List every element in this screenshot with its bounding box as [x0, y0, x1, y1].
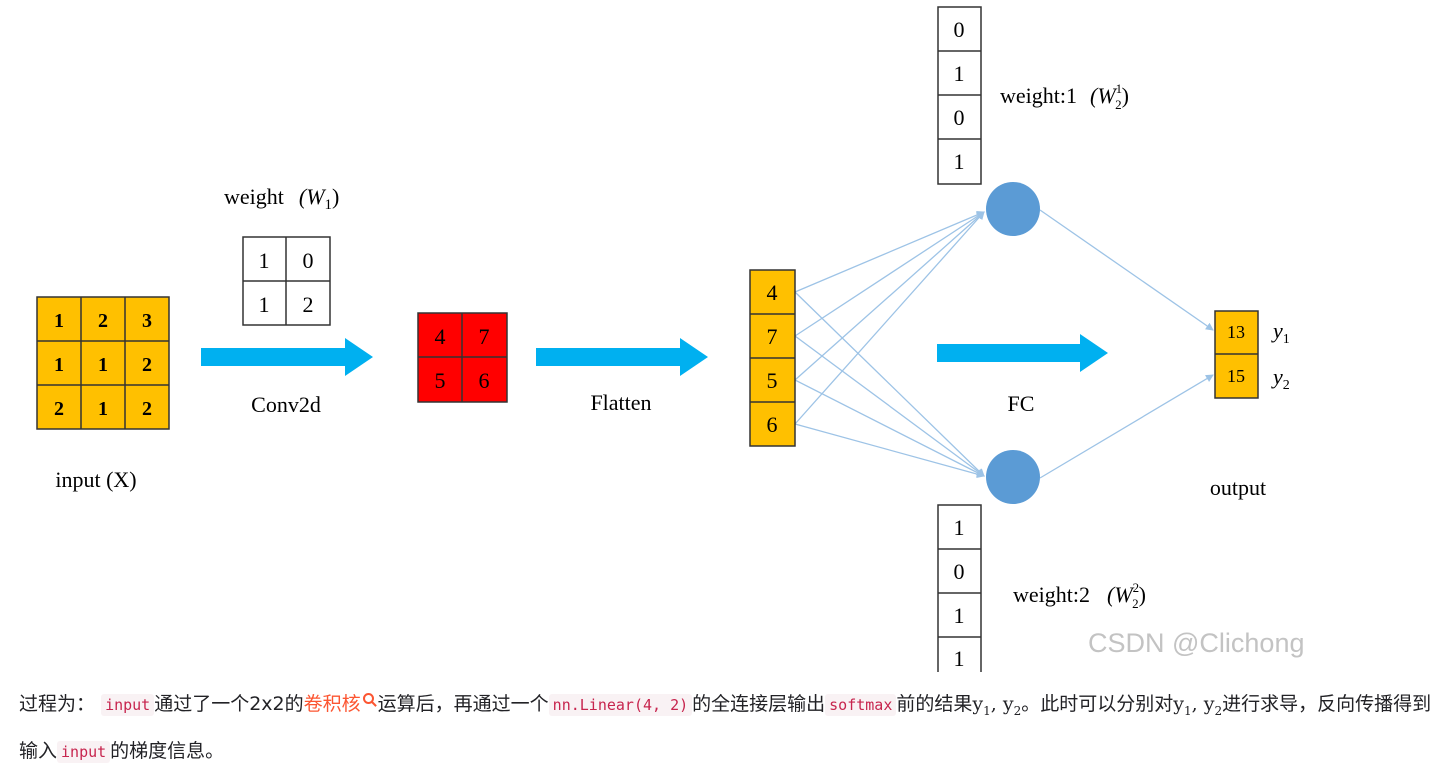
- kernel-label: weight (W1): [224, 184, 339, 213]
- inline-code-input: input: [101, 694, 155, 716]
- input-cell: 1: [54, 354, 64, 376]
- connection-line: [794, 211, 985, 293]
- flat-cell: 4: [767, 280, 778, 305]
- weight2-vector: 1 0 1 1: [937, 504, 982, 672]
- flat-cell: 7: [767, 324, 778, 349]
- input-cell: 2: [142, 398, 152, 420]
- weight2-cell: 1: [954, 603, 965, 628]
- output-y1-label: y1: [1271, 318, 1290, 347]
- input-cell: 3: [142, 310, 152, 332]
- input-grid: 1 2 3 1 1 2 2 1 2: [36, 296, 170, 430]
- connection-line: [794, 211, 985, 425]
- fc-connections: [794, 209, 1214, 479]
- connection-line: [1039, 374, 1214, 479]
- caption-text: 进行求导，反向传播得到输入: [19, 693, 1432, 762]
- caption-text: 的梯度信息。: [110, 739, 225, 762]
- feature-cell: 6: [479, 368, 490, 393]
- weight2-cell: 1: [954, 646, 965, 671]
- inline-code-input: input: [57, 740, 111, 763]
- feature-map-grid: 4 7 5 6: [417, 312, 508, 403]
- search-icon[interactable]: [362, 693, 374, 704]
- output-cell: 13: [1227, 322, 1245, 342]
- input-cell: 2: [54, 398, 64, 420]
- kernel-grid: 1 0 1 2: [242, 236, 331, 326]
- weight2-cell: 1: [954, 515, 965, 540]
- weight1-vector: 0 1 0 1: [937, 6, 982, 185]
- output-vector: 13 15: [1214, 310, 1259, 399]
- input-label: input (X): [55, 467, 136, 492]
- kernel-cell: 1: [259, 248, 270, 273]
- input-cell: 2: [142, 354, 152, 376]
- input-cell: 1: [98, 354, 108, 376]
- weight2-cell: 0: [954, 559, 965, 584]
- kernel-cell: 1: [259, 292, 270, 317]
- output-y2-label: y2: [1271, 364, 1290, 393]
- connection-line: [794, 291, 985, 477]
- flat-cell: 5: [767, 368, 778, 393]
- weight1-cell: 1: [954, 61, 965, 86]
- kernel-cell: 2: [303, 292, 314, 317]
- feature-cell: 4: [435, 324, 446, 349]
- math-y1-y2: y1, y2: [1173, 693, 1223, 718]
- weight1-cell: 0: [954, 17, 965, 42]
- cnn-diagram-figure: 1 2 3 1 1 2 2 1 2 input (X) weight (W1) …: [36, 6, 1305, 672]
- connection-line: [794, 211, 985, 381]
- flat-cell: 6: [767, 412, 778, 437]
- neuron-1: [986, 182, 1040, 236]
- cnn-diagram-svg: 1 2 3 1 1 2 2 1 2 input (X) weight (W1) …: [36, 6, 1304, 672]
- math-y1-y2: y1, y2: [972, 693, 1022, 718]
- input-cell: 1: [98, 398, 108, 420]
- conv-label: Conv2d: [251, 392, 321, 417]
- caption-text: 过程为：: [19, 693, 96, 715]
- csdn-watermark: CSDN @Clichong: [1088, 628, 1304, 658]
- feature-cell: 5: [435, 368, 446, 393]
- fc-label: FC: [1008, 391, 1035, 416]
- connection-line: [1039, 209, 1214, 331]
- flatten-label: Flatten: [590, 390, 651, 415]
- kernel-cell: 0: [303, 248, 314, 273]
- output-label: output: [1210, 475, 1266, 500]
- output-cell: 15: [1227, 366, 1245, 386]
- weight1-cell: 0: [954, 105, 965, 130]
- caption-text: 运算后，再通过一个: [377, 693, 549, 715]
- inline-code-linear: nn.Linear(4, 2): [548, 694, 693, 716]
- neuron-2: [986, 450, 1040, 504]
- inline-code-softmax: softmax: [825, 694, 897, 716]
- caption-text: 前的结果: [896, 693, 973, 715]
- input-cell: 1: [54, 310, 64, 332]
- caption-text: 。此时可以分别对: [1021, 693, 1174, 715]
- connection-line: [794, 335, 985, 477]
- conv-arrow: [201, 338, 373, 376]
- connection-line: [794, 211, 985, 337]
- caption-text: 通过了一个2x2的: [154, 693, 304, 715]
- feature-cell: 7: [479, 324, 490, 349]
- caption-text: 的全连接层输出: [692, 693, 826, 715]
- weight1-cell: 1: [954, 149, 965, 174]
- connection-line: [794, 423, 985, 478]
- keyword-link[interactable]: 卷积核: [303, 693, 361, 715]
- input-cell: 2: [98, 310, 108, 332]
- flattened-vector: 4 7 5 6: [749, 269, 796, 447]
- connection-line: [794, 379, 985, 477]
- flatten-arrow: [536, 338, 708, 376]
- fc-arrow: [937, 334, 1108, 372]
